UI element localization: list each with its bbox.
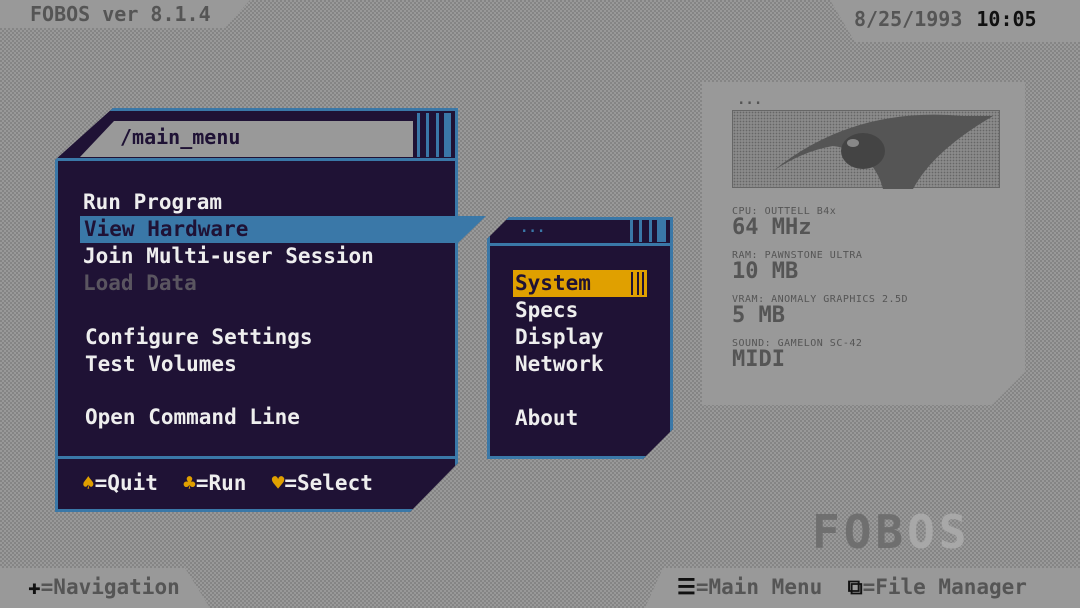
path-field: /main_menu: [80, 121, 413, 157]
main-menu-footer: ♠=Quit ♣=Run ♥=Select: [58, 456, 455, 512]
select-hint: =Select: [284, 471, 373, 495]
spec-label: CPU: OUTTELL B4x: [732, 206, 837, 217]
menu-item-run-program[interactable]: Run Program: [83, 190, 223, 214]
shortcut-bar: ☰=Main Menu ⧉=File Manager: [645, 568, 1080, 608]
submenu-item-network[interactable]: Network: [515, 352, 604, 376]
main-menu-titlebar: /main_menu: [58, 111, 455, 161]
spec-label: RAM: PAWNSTONE ULTRA: [732, 250, 863, 261]
submenu-item-about[interactable]: About: [515, 406, 579, 430]
menu-icon: ☰: [677, 575, 696, 599]
menu-item-view-hardware[interactable]: View Hardware: [80, 216, 486, 243]
club-icon: ♣: [170, 471, 196, 495]
main-menu-shortcut[interactable]: =Main Menu: [695, 575, 823, 599]
submenu-item-specs[interactable]: Specs: [515, 298, 579, 322]
os-version: FOBOS ver 8.1.4: [30, 2, 211, 26]
spade-icon: ♠: [82, 471, 95, 495]
panel-title: ...: [737, 92, 763, 108]
navigation-hint: ✚=Navigation: [0, 568, 210, 608]
quit-hint: =Quit: [94, 471, 158, 495]
logo-part: FOB: [812, 505, 908, 559]
heart-icon: ♥: [259, 471, 285, 495]
logo-part: OS: [907, 505, 971, 559]
menu-item-configure-settings[interactable]: Configure Settings: [85, 325, 313, 349]
hardware-submenu: ...: [487, 217, 673, 459]
menu-item-test-volumes[interactable]: Test Volumes: [85, 352, 237, 376]
clock-bar: 8/25/1993 10:05: [830, 0, 1080, 42]
eye-image: [732, 110, 1000, 189]
spec-label: VRAM: ANOMALY GRAPHICS 2.5D: [732, 294, 909, 305]
menu-item-join-session[interactable]: Join Multi-user Session: [83, 244, 374, 268]
dpad-icon: ✚: [28, 575, 41, 599]
main-menu-window: /main_menu ♠=Quit ♣=Run ♥=Select: [55, 108, 458, 512]
submenu-item-system[interactable]: System: [513, 270, 647, 297]
spec-label: SOUND: GAMELON SC-42: [732, 338, 863, 349]
time: 10:05: [976, 7, 1037, 31]
submenu-item-display[interactable]: Display: [515, 325, 604, 349]
submenu-titlebar: ...: [490, 220, 670, 246]
os-version-bar: FOBOS ver 8.1.4: [0, 0, 250, 28]
file-manager-shortcut[interactable]: =File Manager: [862, 575, 1027, 599]
navigation-label: =Navigation: [40, 575, 180, 599]
menu-item-load-data: Load Data: [83, 271, 197, 295]
windows-icon: ⧉: [834, 575, 863, 599]
menu-item-open-command-line[interactable]: Open Command Line: [85, 405, 300, 429]
titlebar-stripes: [417, 113, 451, 157]
spec-value: MIDI: [732, 347, 785, 372]
spec-value: 10 MB: [732, 259, 799, 284]
fobos-logo: FOBOS: [812, 505, 970, 559]
spec-value: 5 MB: [732, 303, 785, 328]
spec-value: 64 MHz: [732, 215, 812, 240]
titlebar-stripes: [630, 220, 666, 242]
run-hint: =Run: [195, 471, 247, 495]
date: 8/25/1993: [854, 7, 963, 31]
